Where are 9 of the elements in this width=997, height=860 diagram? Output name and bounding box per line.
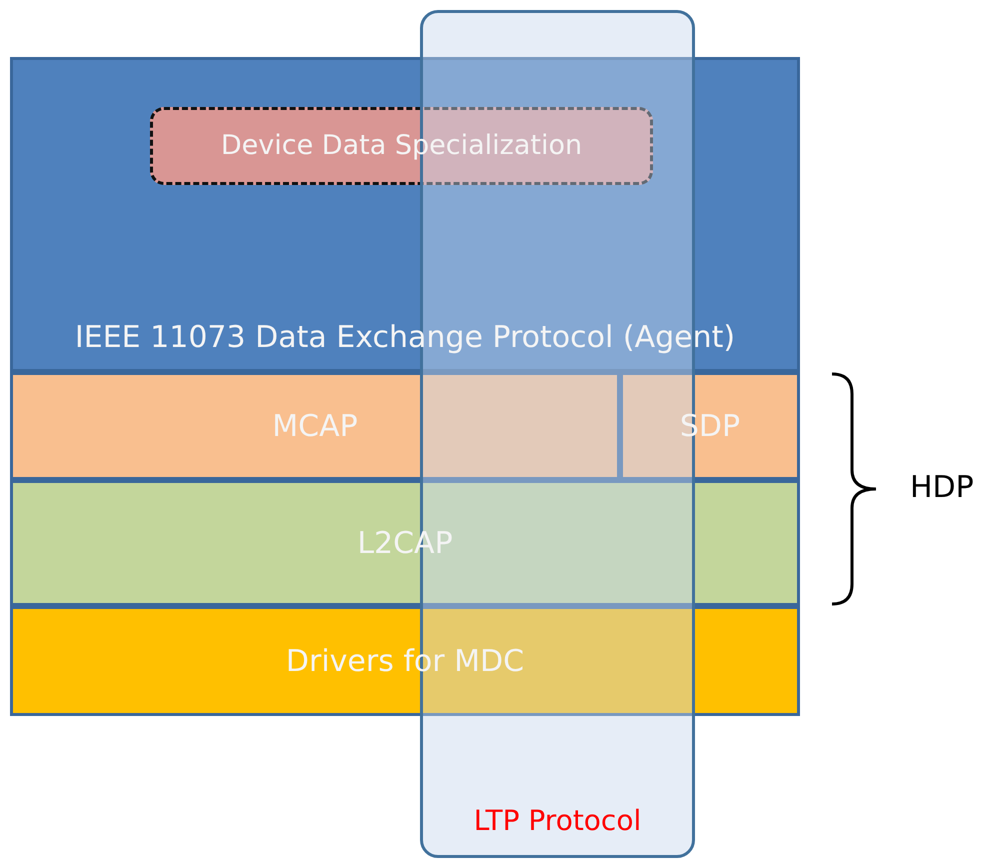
layer-label: MCAP — [272, 408, 358, 446]
protocol-layer — [10, 372, 620, 480]
protocol-layer — [10, 480, 800, 606]
protocol-layer — [10, 57, 800, 372]
driver-layer — [10, 606, 800, 716]
specialization-box — [150, 107, 653, 185]
protocol-layer — [620, 372, 800, 480]
layer-label: LTP Protocol — [474, 802, 642, 839]
group-label: HDP — [910, 470, 974, 505]
